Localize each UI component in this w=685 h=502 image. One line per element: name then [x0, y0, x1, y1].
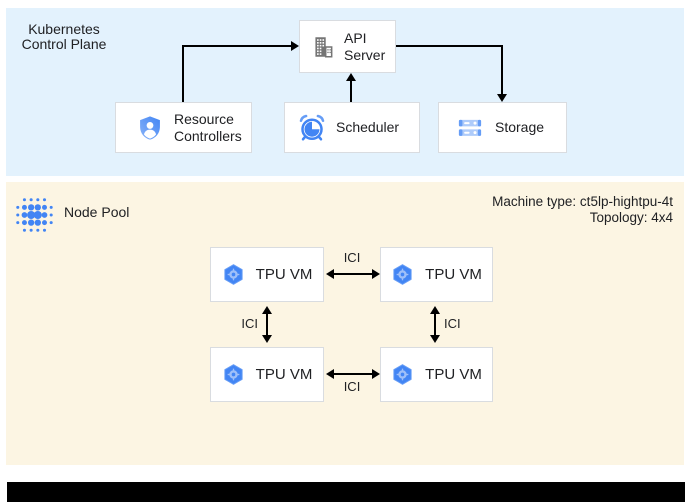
resource-controllers-box: Resource Controllers — [115, 102, 252, 153]
api-server-building-icon — [310, 34, 336, 60]
arrow-rc-to-api-horizontal — [182, 45, 291, 47]
ici-label-top: ICI — [343, 250, 361, 265]
ici-arrow-top — [334, 273, 372, 275]
arrowhead-into-api-bottom — [346, 73, 356, 81]
arrow-rc-to-api-vertical — [182, 46, 184, 102]
arrowhead-into-api-server — [291, 41, 299, 51]
node-pool-panel — [6, 182, 684, 465]
resource-controllers-label: Resource Controllers — [174, 110, 242, 144]
ici-arrow-left — [266, 314, 268, 335]
tpu-vm-label: TPU VM — [255, 265, 313, 283]
machine-info: Machine type: ct5lp-hightpu-4t Topology:… — [373, 194, 673, 226]
ici-label-left: ICI — [241, 316, 258, 331]
bottom-window-edge — [7, 482, 685, 502]
tpu-vm-label: TPU VM — [425, 265, 482, 283]
ici-arrow-bottom — [334, 373, 372, 375]
arrowhead-top-pair-left — [326, 269, 334, 279]
arrowhead-right-pair-top — [430, 306, 440, 314]
machine-type-text: Machine type: ct5lp-hightpu-4t — [492, 194, 673, 209]
arrowhead-top-pair-right — [372, 269, 380, 279]
arrowhead-bottom-pair-right — [372, 369, 380, 379]
storage-label: Storage — [495, 119, 545, 136]
ici-arrow-right — [434, 314, 436, 335]
storage-box: Storage — [438, 102, 567, 153]
node-pool-title: Node Pool — [64, 204, 130, 220]
api-server-box: API Server — [299, 20, 396, 73]
tpu-vm-box-top-left: TPU VM — [210, 247, 324, 302]
tpu-vm-label: TPU VM — [255, 365, 313, 383]
tpu-vm-box-bottom-right: TPU VM — [380, 347, 493, 402]
arrowhead-left-pair-top — [262, 306, 272, 314]
arrow-scheduler-to-api — [350, 81, 352, 102]
control-plane-title: Kubernetes Control Plane — [21, 21, 107, 52]
arrowhead-bottom-pair-left — [326, 369, 334, 379]
ici-label-right: ICI — [444, 316, 461, 331]
arrow-api-to-storage-vertical — [501, 45, 503, 94]
gke-hexagon-icon — [391, 263, 414, 286]
gke-hexagon-icon — [222, 363, 245, 386]
tpu-vm-box-bottom-left: TPU VM — [210, 347, 324, 402]
ici-label-bottom: ICI — [343, 379, 361, 394]
gke-hexagon-icon — [222, 263, 245, 286]
tpu-vm-box-top-right: TPU VM — [380, 247, 493, 302]
api-server-label: API Server — [344, 29, 386, 63]
topology-text: Topology: 4x4 — [589, 210, 673, 225]
shield-user-icon — [136, 114, 164, 142]
scheduler-label: Scheduler — [336, 119, 400, 136]
arrow-api-to-storage-horizontal — [396, 45, 503, 47]
arrowhead-into-storage — [497, 94, 507, 102]
alarm-clock-icon — [297, 113, 327, 143]
storage-disks-icon — [455, 114, 485, 142]
arrowhead-left-pair-bottom — [262, 335, 272, 343]
scheduler-box: Scheduler — [284, 102, 420, 153]
gke-hexagon-icon — [391, 363, 414, 386]
tpu-vm-label: TPU VM — [425, 365, 482, 383]
arrowhead-right-pair-bottom — [430, 335, 440, 343]
node-pool-dots-icon — [13, 194, 55, 241]
